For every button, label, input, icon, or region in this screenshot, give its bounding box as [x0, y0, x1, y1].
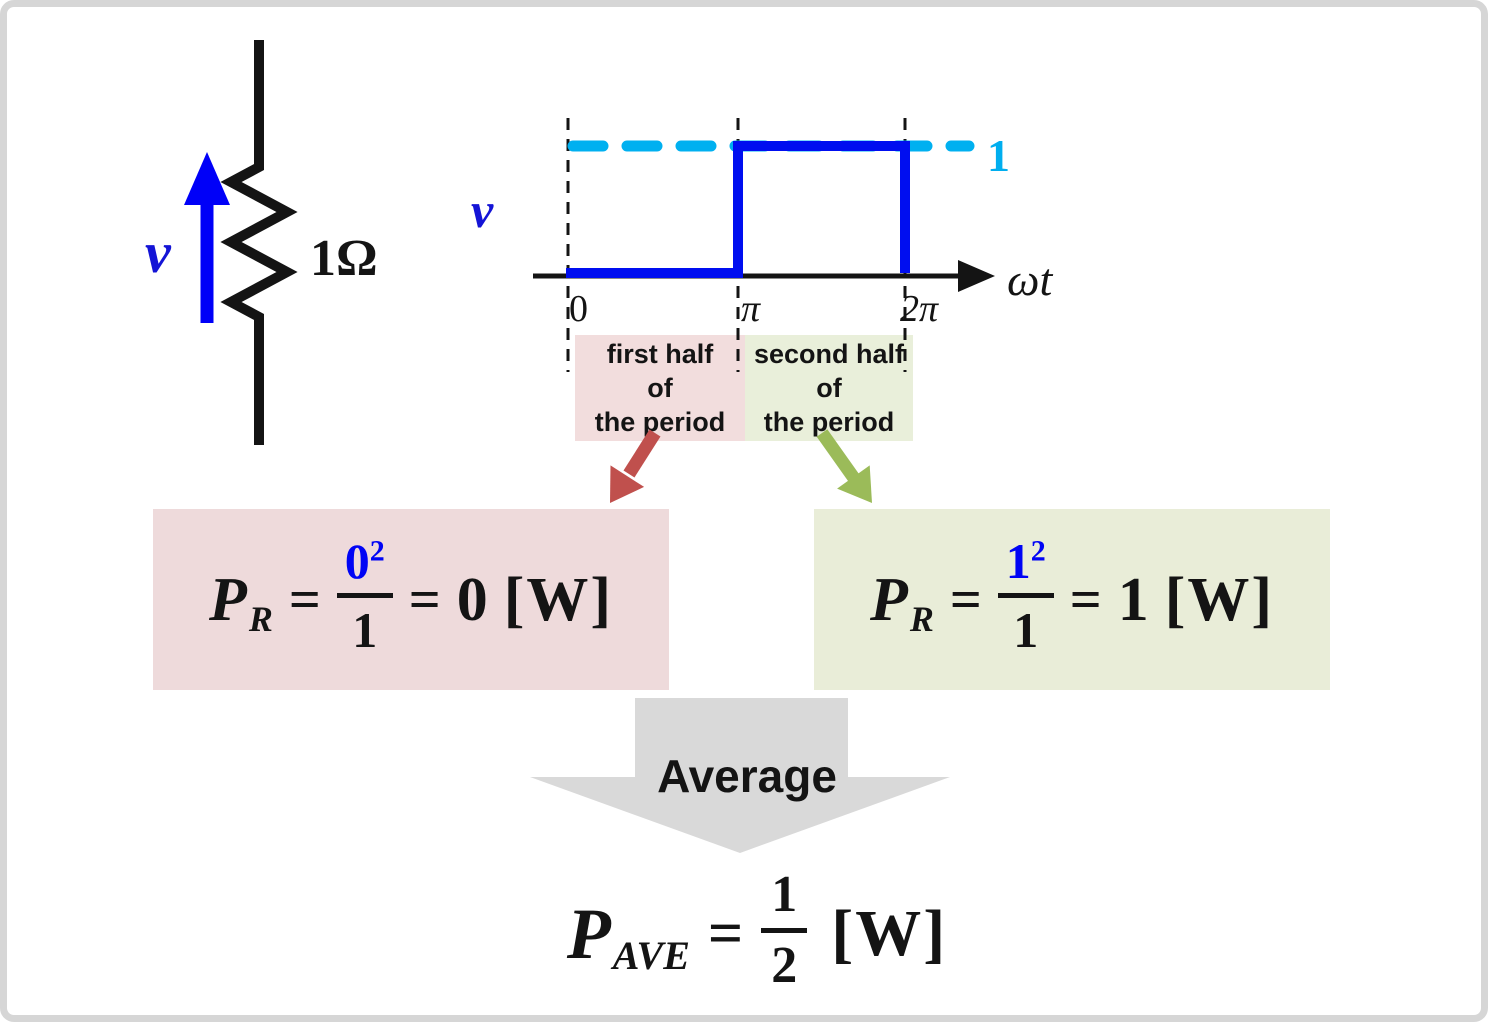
result-value: 0	[456, 565, 488, 634]
p-sub: R	[248, 598, 273, 639]
resistor-symbol	[220, 40, 298, 445]
first-half-arrow	[610, 429, 661, 503]
equals-sign: =	[949, 568, 982, 631]
p-var: P	[208, 565, 247, 634]
square-wave	[566, 141, 910, 278]
equals-sign: =	[288, 568, 321, 631]
second-half-arrow	[816, 429, 872, 503]
fraction-numerator: 1	[761, 868, 808, 933]
fraction-denominator: 1	[1013, 602, 1039, 658]
fraction-denominator: 2	[771, 936, 798, 994]
voltage-arrow	[184, 152, 230, 323]
p-var: P	[566, 894, 611, 974]
result-value: 1	[1117, 565, 1149, 634]
equals-sign: =	[408, 568, 441, 631]
average-arrow-shape	[530, 698, 950, 853]
fraction: 1 2	[761, 868, 808, 994]
circuit-voltage-label: v	[145, 220, 171, 285]
average-power-formula: P AVE = 1 2 [W]	[477, 859, 1037, 1009]
p-var: P	[869, 565, 908, 634]
unit-label: [W]	[503, 565, 614, 634]
power-symbol: P AVE	[566, 894, 690, 976]
power-symbol: P R	[869, 565, 934, 637]
unit-label: [W]	[1164, 565, 1275, 634]
tick-label-0: 0	[569, 288, 588, 330]
second-half-line-1: second half	[753, 339, 905, 369]
exponent: 2	[1030, 534, 1046, 568]
first-half-line-1: first half	[606, 339, 714, 369]
first-half-label-box: first half of the period	[575, 335, 745, 441]
graph-y-axis-label: v	[471, 182, 494, 238]
diagram-shapes	[184, 40, 995, 853]
equals-sign: =	[1069, 568, 1102, 631]
exponent: 2	[369, 534, 385, 568]
fraction-denominator: 1	[352, 602, 378, 658]
fraction-numerator: 12	[997, 534, 1054, 598]
p-sub: R	[909, 598, 934, 639]
second-half-power-formula: P R = 12 1 = 1 [W]	[814, 509, 1330, 690]
first-half-line-2: of	[647, 373, 673, 403]
resistor-value-label: 1Ω	[310, 230, 378, 287]
fraction-numerator: 02	[336, 534, 393, 598]
tick-label-pi: π	[741, 288, 761, 330]
equals-sign: =	[707, 900, 744, 968]
level-one-label: 1	[987, 130, 1010, 181]
fraction: 12 1	[997, 534, 1054, 658]
fraction: 02 1	[336, 534, 393, 658]
unit-label: [W]	[831, 897, 948, 970]
first-half-line-3: the period	[594, 407, 726, 437]
first-half-power-formula: P R = 02 1 = 0 [W]	[153, 509, 669, 690]
p-sub: AVE	[612, 933, 690, 978]
second-half-line-2: of	[816, 373, 842, 403]
tick-label-2pi: 2π	[900, 288, 939, 330]
average-label: Average	[657, 750, 837, 802]
graph-x-axis-label: ωt	[1007, 254, 1053, 305]
power-symbol: P R	[208, 565, 273, 637]
